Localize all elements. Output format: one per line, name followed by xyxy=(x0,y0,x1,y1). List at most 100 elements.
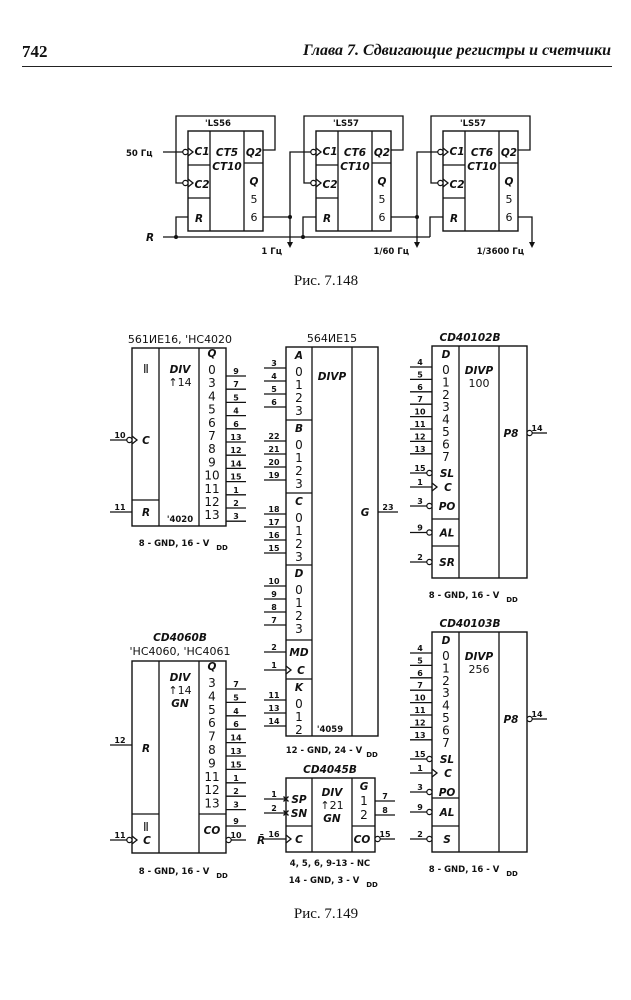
pin-number: 15 xyxy=(268,544,280,553)
power-note: 12 - GND, 24 - V xyxy=(286,746,363,756)
power-note: 8 - GND, 16 - V xyxy=(139,539,210,549)
pin-label: PO xyxy=(439,501,456,513)
group-label: A xyxy=(294,350,303,362)
input-label: 3 xyxy=(295,477,303,491)
pin-label: 5 xyxy=(506,193,513,206)
output-label: 5 xyxy=(208,403,216,417)
input-label: 6 xyxy=(442,437,450,451)
chip-title: CD4045B xyxy=(303,764,357,776)
inversion-bubble-icon xyxy=(426,788,433,796)
pin-label: 5 xyxy=(379,193,386,206)
pin-label: C1 xyxy=(322,146,337,158)
input-label: 1 xyxy=(295,710,303,724)
pin-number: 15 xyxy=(379,830,391,839)
chapter-title: Глава 7. Сдвигающие регистры и счетчики xyxy=(302,42,611,59)
counter-chip xyxy=(187,130,264,232)
pin-number: 10 xyxy=(114,431,126,440)
vdd-subscript: DD xyxy=(366,881,378,889)
output-label: 9 xyxy=(208,756,216,770)
pin-label: Q2 xyxy=(246,147,262,159)
output-frequency-label: 1/60 Гц xyxy=(373,247,409,257)
pin-number: 18 xyxy=(268,505,280,514)
pin-label: SL xyxy=(440,468,454,480)
pin-number: 1 xyxy=(417,764,423,773)
inversion-bubble-icon xyxy=(526,429,533,437)
inversion-bubble-icon xyxy=(437,148,444,156)
part-mark: '4020 xyxy=(167,515,193,525)
inversion-bubble-icon xyxy=(426,469,433,477)
output-label: 8 xyxy=(208,743,216,757)
function-label: DIV xyxy=(170,672,192,684)
chip-title: 'HC4060, 'HC4061 xyxy=(130,645,231,658)
pin-label: 6 xyxy=(506,211,513,224)
function-label: GN xyxy=(323,813,341,825)
inversion-bubble-icon xyxy=(426,529,433,536)
pin-number: 14 xyxy=(531,424,543,433)
output-wire xyxy=(391,216,418,242)
clock-wire xyxy=(416,151,438,217)
pin-label: 6 xyxy=(379,211,386,224)
pin-label: R xyxy=(323,213,331,225)
pin-number: 13 xyxy=(230,433,241,442)
input-label: 2 xyxy=(442,674,450,688)
pin-number: 1 xyxy=(417,478,423,487)
inversion-bubble-icon xyxy=(225,836,232,844)
inversion-bubble-icon xyxy=(126,836,133,844)
pin-number: 15 xyxy=(230,760,242,769)
chip-title: 561ИЕ16, 'HC4020 xyxy=(128,333,232,346)
pin-number: 10 xyxy=(414,694,426,703)
input-label: 2 xyxy=(295,723,303,737)
pin-number: 13 xyxy=(268,704,279,713)
pin-number: 2 xyxy=(271,643,277,652)
input-label: 3 xyxy=(295,550,303,564)
inversion-bubble-icon xyxy=(426,558,433,566)
input-label: 0 xyxy=(295,583,303,597)
output-label: 12 xyxy=(204,783,219,797)
input-label: 3 xyxy=(442,400,450,414)
pin-number: 9 xyxy=(233,817,239,826)
clock-triangle-icon xyxy=(442,178,450,188)
group-label: D xyxy=(442,349,451,361)
schmitt-symbol: Ⅱ xyxy=(143,362,149,376)
pin-number: 13 xyxy=(414,731,425,740)
pin-number: 12 xyxy=(414,718,425,727)
power-note: 8 - GND, 16 - V xyxy=(429,865,500,875)
reset-wire xyxy=(429,216,443,237)
group-label: D xyxy=(442,635,451,647)
chip-title: CD40102B xyxy=(440,332,501,344)
pin-number: 12 xyxy=(114,736,125,745)
output-label: 6 xyxy=(208,416,216,430)
pin-number: 10 xyxy=(414,408,426,417)
output-wire xyxy=(518,216,533,242)
clock-triangle-icon xyxy=(431,482,439,492)
inversion-bubble-icon xyxy=(126,436,133,444)
input-label: 1 xyxy=(295,378,303,392)
inversion-bubble-icon xyxy=(310,179,317,187)
pin-number: 4 xyxy=(233,707,239,716)
pin-number: 2 xyxy=(417,830,423,839)
inversion-bubble-icon xyxy=(426,835,433,843)
pin-number: 10 xyxy=(268,577,280,586)
input-label: 1 xyxy=(295,596,303,610)
pin-number: 9 xyxy=(417,524,423,533)
pin-number: 5 xyxy=(233,693,239,702)
arrow-down-icon xyxy=(287,242,293,248)
output-frequency-label: 1/3600 Гц xyxy=(477,247,524,257)
pin-number: 11 xyxy=(114,503,126,512)
pin-number: 15 xyxy=(414,464,426,473)
group-label: B xyxy=(295,423,303,435)
pin-label: S xyxy=(443,834,451,846)
input-label: 1 xyxy=(295,451,303,465)
output-label: 12 xyxy=(204,495,219,509)
pin-number: 5 xyxy=(417,370,423,379)
input-label: 1 xyxy=(295,524,303,538)
pin-number: 14 xyxy=(230,459,242,468)
pin-label: R xyxy=(195,213,203,225)
clock-triangle-icon xyxy=(431,768,439,778)
pin-number: 2 xyxy=(233,499,239,508)
pin-number: 15 xyxy=(414,750,426,759)
input-label: 0 xyxy=(295,365,303,379)
pin-label: SP xyxy=(291,794,307,806)
chip-564ie15 xyxy=(285,346,379,737)
pin-number: 21 xyxy=(268,445,280,454)
